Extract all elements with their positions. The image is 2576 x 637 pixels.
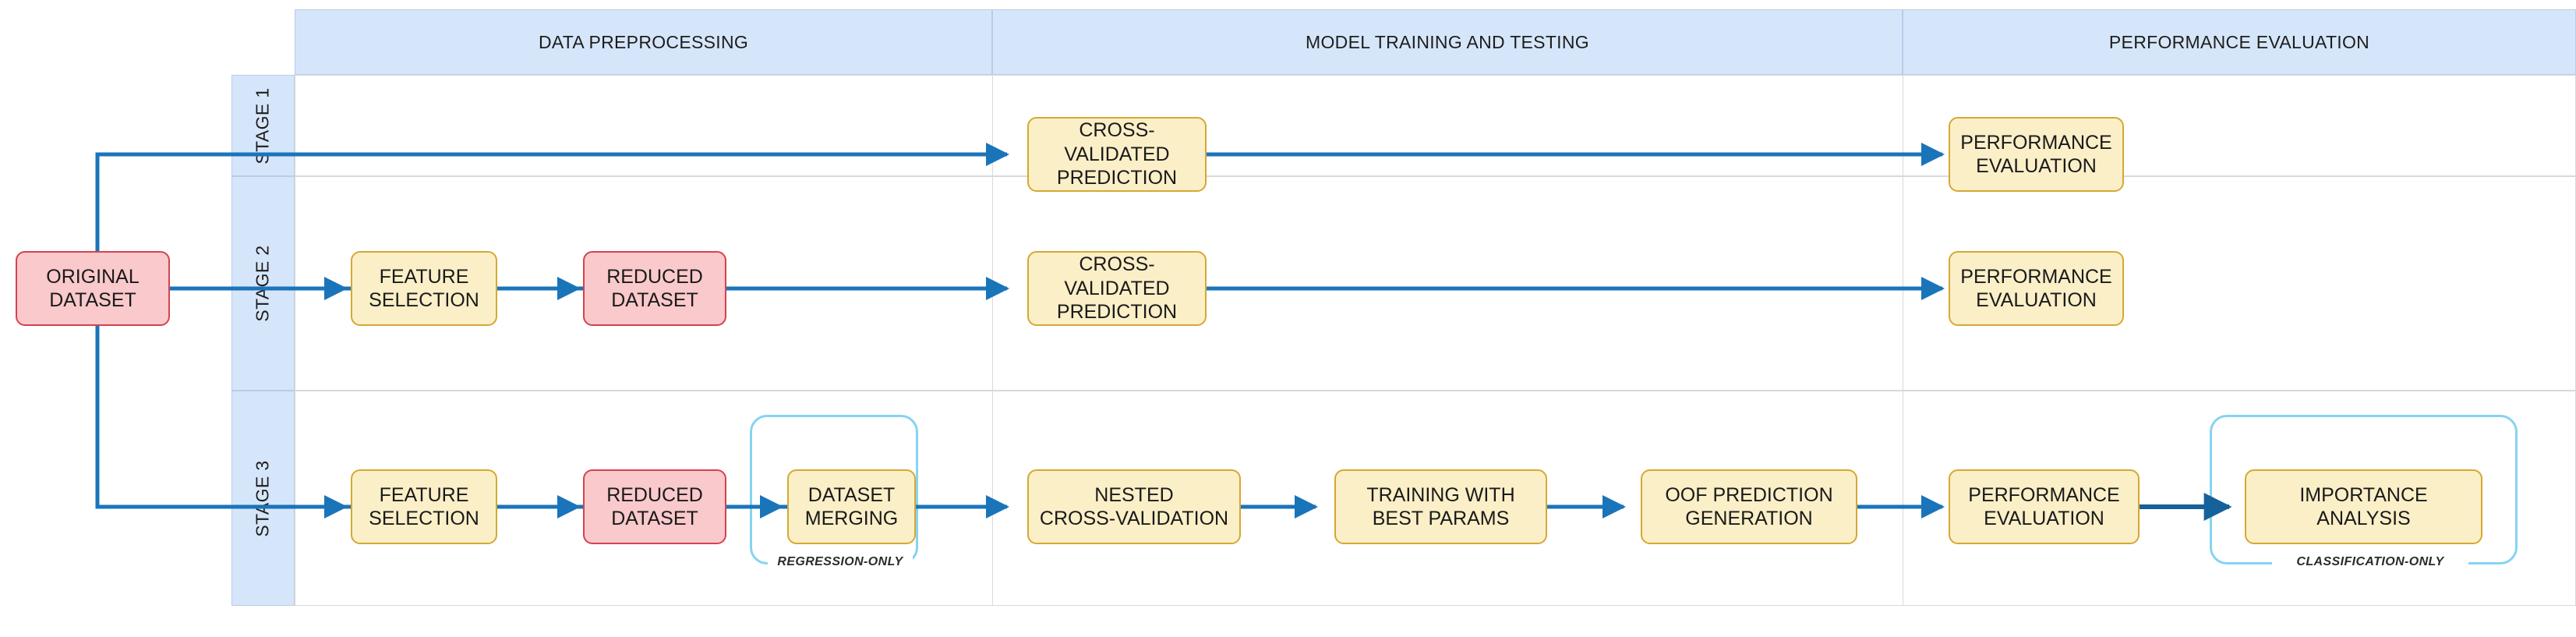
annotation-label-classification-only: CLASSIFICATION-ONLY [2272,555,2468,569]
node-label-line-2: PREDICTION [1056,301,1178,324]
node-nested-cross-validation-s3[interactable]: NESTED CROSS-VALIDATION [1027,469,1241,544]
phase-header-model-training-and-testing: MODEL TRAINING AND TESTING [992,9,1903,75]
node-label-line-1: PERFORMANCE [1968,483,2120,506]
stage-label-text: STAGE 3 [253,459,273,537]
node-label-line-2: SELECTION [369,289,479,311]
lane-body-stage-1 [295,75,2576,176]
node-label-line-2: GENERATION [1685,508,1813,529]
node-label-line-1: REDUCED [606,483,703,506]
node-performance-evaluation-s3[interactable]: PERFORMANCE EVALUATION [1949,469,2140,544]
stage-label-stage-3: STAGE 3 [231,391,295,606]
node-label-line-2: CROSS-VALIDATION [1039,508,1229,529]
node-label-line-1: PERFORMANCE [1960,131,2112,154]
node-label-line-1: FEATURE [379,265,469,288]
node-label-line-2: EVALUATION [1984,508,2104,529]
node-label-line-2: DATASET [611,289,698,311]
node-label-line-2: ANALYSIS [2316,508,2411,529]
node-label-line-1: DATASET [807,483,896,506]
node-label-line-2: BEST PARAMS [1372,508,1510,529]
node-label-line-2: EVALUATION [1976,289,2097,311]
stage-label-stage-2: STAGE 2 [231,176,295,391]
node-cross-validated-prediction-s1[interactable]: CROSS-VALIDATED PREDICTION [1027,117,1207,192]
node-oof-prediction-generation-s3[interactable]: OOF PREDICTION GENERATION [1641,469,1857,544]
node-label-line-1: NESTED [1094,483,1174,506]
node-label-line-1: OOF PREDICTION [1665,483,1833,506]
node-label-line-1: REDUCED [606,265,703,288]
node-label-line-2: MERGING [804,508,899,529]
node-performance-evaluation-s1[interactable]: PERFORMANCE EVALUATION [1949,117,2124,192]
phase-header-data-preprocessing: DATA PREPROCESSING [295,9,992,75]
stage-label-stage-1: STAGE 1 [231,75,295,176]
node-label-line-1: ORIGINAL [46,265,140,288]
phase-header-performance-evaluation: PERFORMANCE EVALUATION [1903,9,2576,75]
node-label-line-1: CROSS-VALIDATED [1064,119,1170,165]
node-training-with-best-params-s3[interactable]: TRAINING WITH BEST PARAMS [1334,469,1547,544]
annotation-label-regression-only: REGRESSION-ONLY [768,555,913,569]
stage-label-text: STAGE 1 [253,87,273,165]
node-label-line-1: PERFORMANCE [1960,265,2112,288]
node-feature-selection-s3[interactable]: FEATURE SELECTION [351,469,497,544]
node-label-line-2: PREDICTION [1056,167,1178,189]
node-label-line-1: FEATURE [379,483,469,506]
node-reduced-dataset-s3[interactable]: REDUCED DATASET [583,469,726,544]
node-label-line-1: CROSS-VALIDATED [1064,253,1170,299]
node-performance-evaluation-s2[interactable]: PERFORMANCE EVALUATION [1949,251,2124,326]
node-label-line-1: IMPORTANCE [2299,483,2428,506]
column-divider-preprocessing-training [992,75,993,606]
phase-header-label: DATA PREPROCESSING [538,31,749,52]
node-label-line-2: EVALUATION [1976,155,2097,177]
node-label-line-2: DATASET [49,289,136,311]
node-dataset-merging-s3[interactable]: DATASET MERGING [787,469,916,544]
node-importance-analysis-s3[interactable]: IMPORTANCE ANALYSIS [2245,469,2482,544]
phase-header-label: PERFORMANCE EVALUATION [2108,31,2370,52]
node-label-line-2: DATASET [611,508,698,529]
phase-header-label: MODEL TRAINING AND TESTING [1306,31,1589,52]
node-label-line-2: SELECTION [369,508,479,529]
node-feature-selection-s2[interactable]: FEATURE SELECTION [351,251,497,326]
stage-label-text: STAGE 2 [253,245,273,322]
node-reduced-dataset-s2[interactable]: REDUCED DATASET [583,251,726,326]
node-cross-validated-prediction-s2[interactable]: CROSS-VALIDATED PREDICTION [1027,251,1207,326]
node-original-dataset[interactable]: ORIGINAL DATASET [16,251,170,326]
node-label-line-1: TRAINING WITH [1366,483,1515,506]
